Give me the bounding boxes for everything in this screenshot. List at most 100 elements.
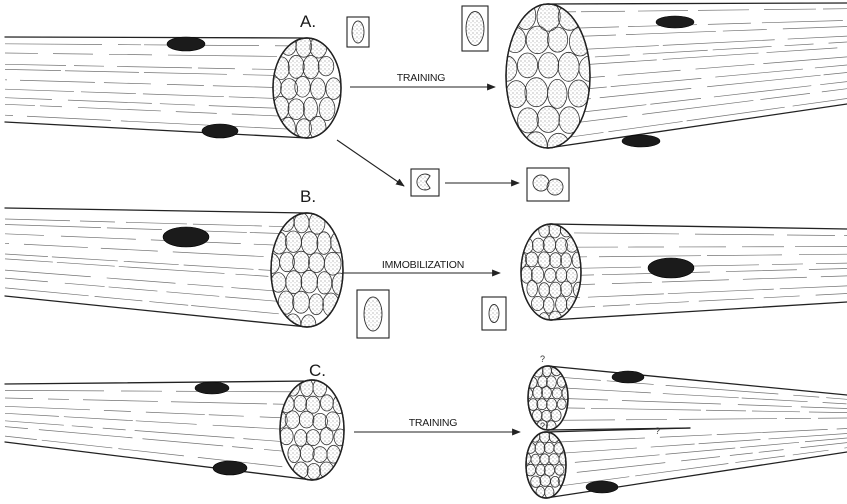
cell-inset-a-before [347,17,369,47]
panel-label-a: A. [300,12,316,31]
arrow-to-dividing-cell [337,140,404,186]
myofibril [526,252,538,267]
myofibril [285,314,301,334]
striation [5,390,312,392]
myofibril [550,253,562,268]
cell-inset-b-after [482,297,506,330]
myofibril [557,399,566,410]
myofibril [544,464,554,476]
myofibril [334,429,347,446]
myofibril [285,231,301,252]
striation [551,263,847,269]
striation [548,418,847,420]
myofibril [555,465,564,476]
arrow-label-a: TRAINING [397,72,446,84]
myofibril [548,79,567,108]
nucleus [622,135,660,147]
myofibril [310,36,327,58]
striation [5,288,307,317]
fiber-a-before [5,37,307,138]
myofibril [525,132,547,161]
myofibril [538,53,558,78]
myofibril [532,238,544,252]
myofibril [559,453,569,465]
nucleus [586,481,618,493]
myofibril [320,395,333,411]
myofibril [537,399,547,410]
fiber-edge [5,208,307,213]
myofibril [279,212,294,231]
myofibril [561,281,573,296]
myofibril [531,296,543,310]
fiber-b-before [5,208,307,327]
cell-inset-a-after [462,6,488,51]
striation [5,44,307,46]
myofibril [303,55,319,78]
striation [548,36,847,51]
striation [551,286,847,299]
myofibril [540,454,549,465]
myofibril [308,253,324,273]
fiber-edge [5,37,307,38]
striation [551,294,847,309]
fiber-edge [551,224,847,229]
myofibril [306,430,320,446]
myofibril [327,445,340,463]
myofibril [332,273,347,295]
myofibril [280,252,295,272]
myofibril [317,232,331,255]
myofibril [306,396,320,413]
striation [5,259,307,279]
striation [5,115,307,130]
myofibril [288,55,304,78]
striation [548,47,847,67]
myofibril [544,297,555,313]
fiber-b-after [551,224,847,320]
myofibril [288,99,304,120]
myofibril [543,237,556,253]
striation [5,406,312,419]
myofibril [533,386,543,399]
nucleus [612,371,644,383]
myofibril [518,108,539,133]
myofibril [295,76,310,97]
myofibril [540,475,551,487]
striation [5,436,312,470]
striation [551,247,847,248]
myofibril [288,445,300,463]
fiber-edge [5,296,307,327]
myofibril [326,78,341,100]
satellite-cell [364,297,382,331]
satellite-cell [352,21,364,43]
myofibril [527,280,538,297]
myofibril [562,387,571,400]
myofibril [301,315,316,335]
myofibril [295,430,308,447]
nucleus [648,258,694,278]
question-marker: ? [540,354,545,364]
labels: A. B. C. TRAINING IMMOBILIZATION TRAININ… [300,12,660,436]
striation [5,53,307,57]
panel-label-c: C. [309,361,326,380]
striation [551,269,847,277]
myofibril [286,271,302,294]
myofibril [309,294,323,315]
striation [5,98,307,110]
myofibril [294,462,309,479]
nucleus [195,382,229,394]
fiber-edge [548,366,847,395]
myofibril [317,272,332,294]
myofibril [547,398,557,411]
myofibril [542,386,552,399]
nucleus [163,227,209,247]
myofibril [556,296,567,313]
myofibril [318,56,334,75]
striation [5,64,307,70]
daughter-cell [533,175,549,191]
nucleus [202,124,238,138]
myofibril [558,52,579,81]
myofibril [568,80,589,107]
cross-section-b-after-myofibrils [515,222,584,328]
fiber-edge [5,442,312,480]
striation [548,99,847,141]
